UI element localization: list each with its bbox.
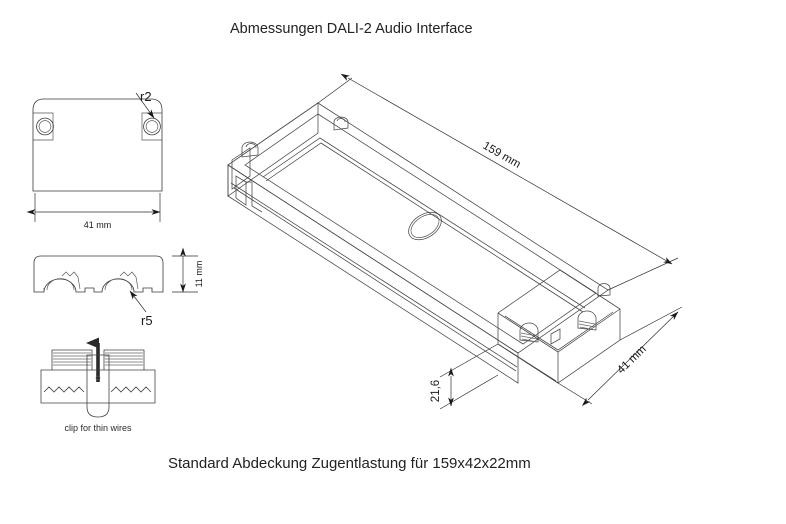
r5-leader-line (129, 290, 147, 313)
page-caption: Standard Abdeckung Zugentlastung für 159… (168, 455, 531, 472)
iso-left-latch-b (251, 182, 263, 213)
clip-right-block-hatching (105, 352, 143, 366)
iso-cable-exit-left (519, 322, 539, 343)
profile-right-arch-inner (104, 278, 133, 291)
iso-left-latch-a (235, 175, 247, 206)
clip-center-tab (86, 354, 110, 418)
clip-right-block (103, 349, 145, 370)
profile-section-view: r5 11 mm (33, 247, 204, 328)
top-view-width-dim-label: 41 mm (84, 220, 112, 230)
iso-left-cable-boss-inner (245, 143, 257, 149)
iso-endcap-front-trim-b (505, 348, 557, 382)
profile-left-notch-a (61, 271, 71, 277)
profile-left-notch-edge (77, 276, 81, 290)
profile-right-notch-a (119, 271, 129, 277)
iso-front-line-a (230, 182, 518, 368)
clip-detail-view: clip for thin wires (40, 337, 156, 433)
iso-length-dim-line (340, 73, 673, 265)
iso-endcap-slot (550, 328, 561, 345)
clip-base-body (40, 369, 156, 404)
screw-hole-right-inner (145, 120, 159, 133)
r2-leader-line (135, 92, 155, 119)
iso-cable-exit-left-hatch (520, 332, 538, 343)
profile-right-notch-edge (135, 276, 139, 290)
r2-label: r2 (140, 89, 152, 104)
page-title: Abmessungen DALI-2 Audio Interface (230, 21, 473, 37)
iso-right-cable-boss (597, 283, 611, 297)
clip-right-serration (110, 386, 152, 393)
profile-left-arch-inner (46, 278, 75, 291)
clip-center-hole (95, 375, 101, 381)
profile-left-notch-b (69, 271, 79, 278)
top-view-outline (32, 98, 163, 192)
iso-left-cable-boss (241, 141, 259, 158)
iso-left-end-face (227, 102, 319, 197)
top-view: r2 41 mm (26, 89, 163, 230)
clip-detail-caption: clip for thin wires (64, 423, 132, 433)
clip-left-block-hatching (53, 352, 91, 366)
profile-right-notch-b (127, 271, 137, 278)
profile-height-dim-label: 11 mm (194, 261, 204, 288)
iso-left-cover-step (231, 147, 251, 190)
screw-hole-left-inner (38, 120, 52, 133)
iso-width-dim-line (581, 311, 679, 406)
screw-hole-left-outer (36, 117, 54, 136)
iso-height-dim-label: 21,6 (430, 380, 442, 402)
iso-front-line-b (233, 187, 517, 372)
profile-outline (33, 255, 164, 293)
r5-label: r5 (141, 313, 153, 328)
clip-left-serration (43, 386, 85, 393)
clip-left-block (51, 349, 93, 370)
